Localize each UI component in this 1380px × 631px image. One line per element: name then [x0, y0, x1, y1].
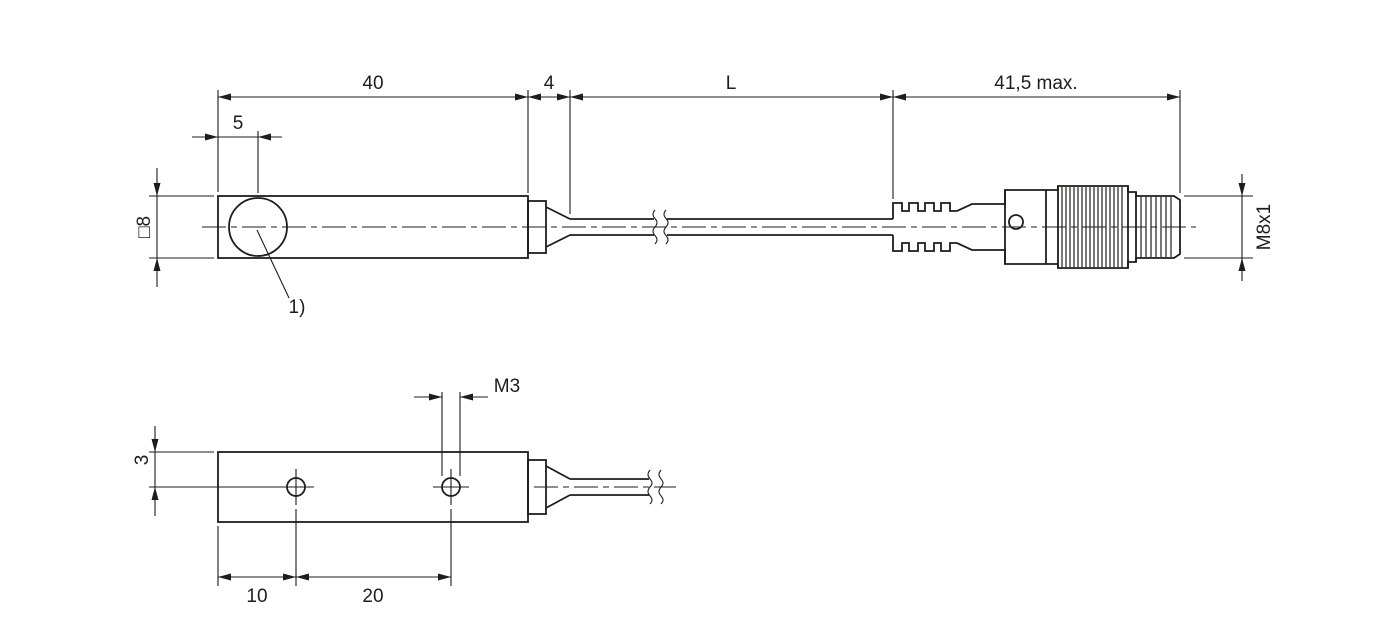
- arrow-5-right: [258, 133, 271, 141]
- body-length-dim-label: 40: [362, 73, 383, 94]
- edge-to-hole-dim-label: 3: [132, 455, 153, 466]
- footnote-marker-label: 1): [289, 297, 306, 318]
- arrow-m3-right: [460, 393, 473, 401]
- connector-outline: [892, 185, 1181, 269]
- arrow-10-right: [283, 573, 296, 581]
- top-view: 40 4 L 41,5 max. 5 □8 M8x1: [134, 73, 1275, 318]
- arrow-3-bottom: [151, 487, 159, 500]
- arrow-m3-left: [429, 393, 442, 401]
- arrow-20-left: [296, 573, 309, 581]
- arrow-L-right: [880, 93, 893, 101]
- arrow-m8-top: [1238, 183, 1246, 196]
- cable-break-curve-3: [647, 469, 653, 505]
- cross-section-dim-label: □8: [134, 216, 155, 238]
- face-offset-dim-label: 5: [233, 113, 244, 134]
- mounting-thread-dim-label: M3: [494, 376, 520, 397]
- knurl-hatching: [1061, 187, 1123, 267]
- arrow-4-left: [528, 93, 541, 101]
- arrow-m8-bottom: [1238, 258, 1246, 271]
- bottom-view: M3 3 10 20: [132, 376, 676, 607]
- cable-length-dim-label: L: [726, 73, 737, 94]
- cable-gland-side-view: [527, 200, 571, 254]
- mounting-holes: [149, 469, 469, 505]
- arrow-20-right: [438, 573, 451, 581]
- arrow-5-left: [205, 133, 218, 141]
- hole-position-dimensions: 10 20: [217, 509, 452, 607]
- arrow-4-right: [557, 93, 570, 101]
- cable-top-view: [534, 469, 676, 505]
- arrow-connector-left: [893, 93, 906, 101]
- gland-cone-top: [545, 206, 571, 220]
- footnote-leader: 1): [256, 229, 306, 318]
- top-dimensions: 40 4 L 41,5 max. 5 □8 M8x1: [134, 73, 1275, 287]
- m8-connector: [892, 185, 1181, 269]
- arrow-40-left: [218, 93, 231, 101]
- arrow-3-top: [151, 439, 159, 452]
- footnote-leader-line: [256, 229, 290, 299]
- cable-break-curve-2: [663, 209, 669, 245]
- arrow-40-right: [515, 93, 528, 101]
- connector-vent-hole: [1008, 214, 1024, 230]
- gland-cone-top-2: [545, 465, 571, 480]
- cable-break-curve-1: [652, 209, 658, 245]
- arrow-connector-right: [1167, 93, 1180, 101]
- arrow-sq8-top: [153, 183, 161, 196]
- edge-to-hole-dimension: 3: [132, 426, 214, 516]
- first-hole-dim-label: 10: [246, 586, 267, 607]
- hole-spacing-dim-label: 20: [362, 586, 383, 607]
- connector-thread-dim-label: M8x1: [1254, 204, 1275, 250]
- gland-length-dim-label: 4: [544, 73, 555, 94]
- connector-length-dim-label: 41,5 max.: [994, 73, 1077, 94]
- arrow-10-left: [218, 573, 231, 581]
- arrow-L-left: [570, 93, 583, 101]
- gland-collar: [527, 200, 547, 254]
- gland-cone-bottom: [545, 234, 571, 248]
- sensing-face-circle: [228, 197, 288, 257]
- thread-hatching: [1140, 197, 1172, 257]
- m3-dimension: M3: [414, 376, 520, 476]
- cable-side-view: [570, 209, 893, 245]
- arrow-sq8-bottom: [153, 258, 161, 271]
- gland-cone-bottom-2: [545, 494, 571, 509]
